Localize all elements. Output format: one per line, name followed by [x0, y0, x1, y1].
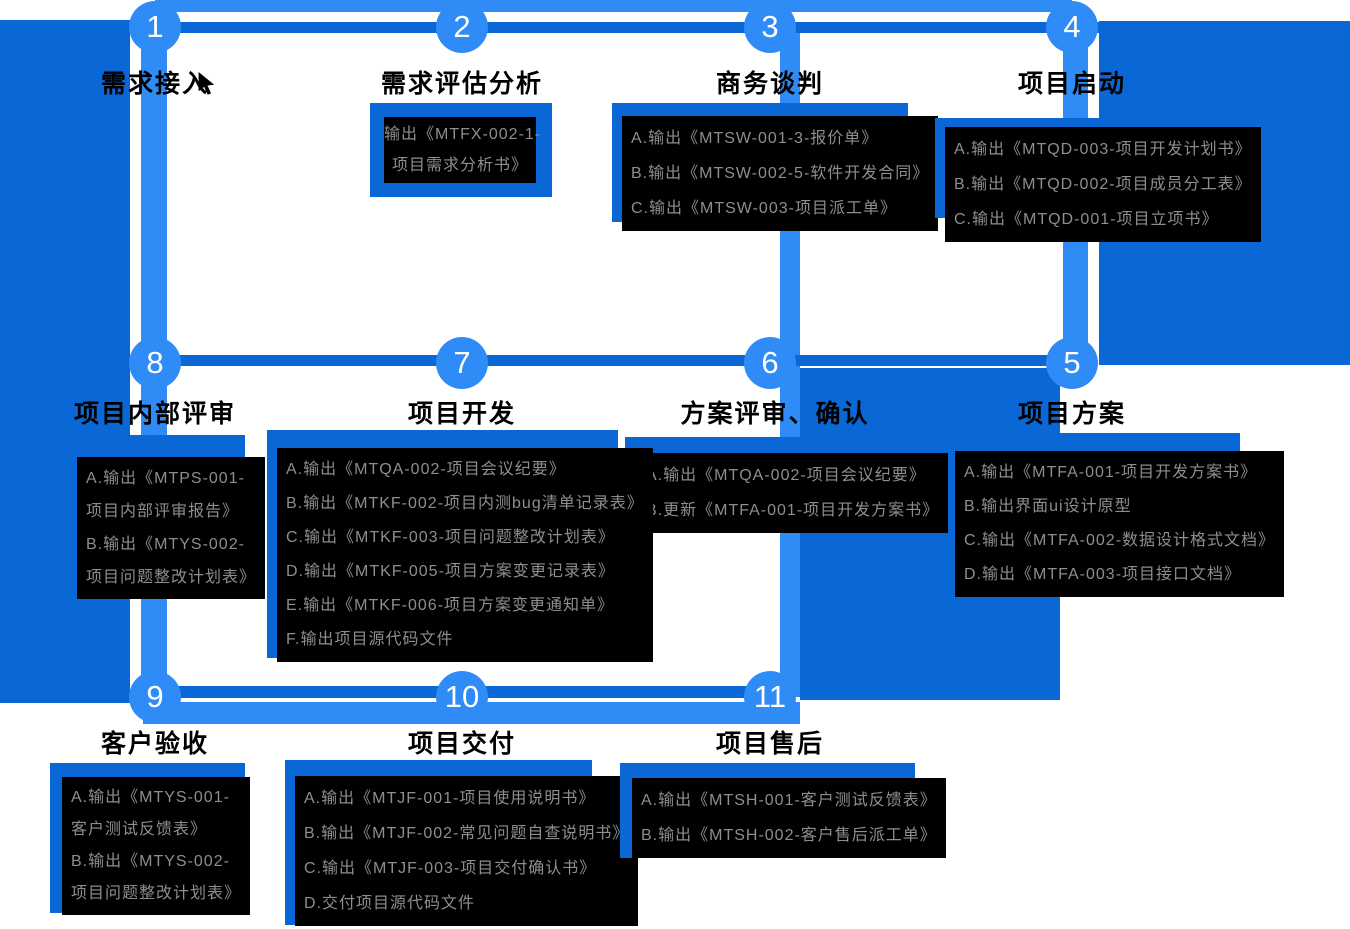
step-9-panel: A.输出《MTYS-001- 客户测试反馈表》 B.输出《MTYS-002- 项…: [50, 763, 251, 915]
step-3-output-box: A.输出《MTSW-001-3-报价单》 B.输出《MTSW-002-5-软件开…: [622, 116, 939, 231]
step-9-output-box: A.输出《MTYS-001- 客户测试反馈表》 B.输出《MTYS-002- 项…: [62, 777, 251, 915]
step-1-circle: 1: [129, 1, 181, 53]
step-2-panel: 输出《MTFX-002-1- 项目需求分析书》: [370, 103, 552, 197]
step-9-title: 客户验收: [100, 730, 209, 758]
step-6-number: 6: [761, 345, 779, 380]
output-line: A.输出《MTSH-001-客户测试反馈表》: [641, 792, 937, 809]
step-6-output-box: A.输出《MTQA-002-项目会议纪要》 B.更新《MTFA-001-项目开发…: [637, 453, 949, 533]
step-5-title: 项目方案: [1017, 400, 1126, 428]
output-line: 项目问题整改计划表》: [71, 885, 242, 902]
output-line: B.输出《MTKF-002-项目内测bug清单记录表》: [286, 495, 644, 512]
output-line: A.输出《MTPS-001-: [86, 470, 245, 487]
step-8-output-box: A.输出《MTPS-001- 项目内部评审报告》 B.输出《MTYS-002- …: [77, 457, 266, 599]
output-line: 项目内部评审报告》: [86, 503, 240, 520]
output-line: C.输出《MTSW-003-项目派工单》: [631, 200, 897, 217]
step-2-number: 2: [453, 9, 471, 44]
step-9-circle: 9: [129, 671, 181, 723]
output-line: D.交付项目源代码文件: [304, 895, 476, 912]
output-line: 项目问题整改计划表》: [86, 569, 257, 586]
output-line: D.输出《MTFA-003-项目接口文档》: [964, 566, 1242, 583]
background-block-left: [0, 20, 130, 703]
step-8-title: 项目内部评审: [73, 400, 236, 428]
output-line: B.输出《MTSH-002-客户售后派工单》: [641, 827, 937, 844]
output-line: A.输出《MTQD-003-项目开发计划书》: [954, 141, 1252, 158]
step-1-title: 需求接入: [100, 70, 209, 98]
output-line: B.输出《MTJF-002-常见问题自查说明书》: [304, 825, 630, 842]
output-line: E.输出《MTKF-006-项目方案变更通知单》: [286, 597, 615, 614]
output-line: B.输出界面ui设计原型: [964, 498, 1132, 515]
step-10-number: 10: [444, 679, 480, 714]
step-3-title: 商务谈判: [715, 70, 824, 98]
step-10-panel: A.输出《MTJF-001-项目使用说明书》 B.输出《MTJF-002-常见问…: [285, 760, 639, 926]
output-line: D.输出《MTKF-005-项目方案变更记录表》: [286, 563, 615, 580]
output-line: B.输出《MTYS-002-: [86, 536, 245, 553]
output-line: A.输出《MTSW-001-3-报价单》: [631, 130, 879, 147]
step-11-panel: A.输出《MTSH-001-客户测试反馈表》 B.输出《MTSH-002-客户售…: [620, 763, 946, 858]
step-11-number: 11: [753, 679, 787, 714]
step-7-title: 项目开发: [407, 400, 516, 428]
step-9-number: 9: [146, 679, 164, 714]
step-7-output-box: A.输出《MTQA-002-项目会议纪要》 B.输出《MTKF-002-项目内测…: [277, 448, 653, 662]
connector-top-light: [155, 0, 1072, 12]
output-line: 项目需求分析书》: [391, 157, 528, 174]
step-11-title: 项目售后: [715, 730, 824, 758]
step-7-number: 7: [453, 345, 471, 380]
output-line: C.输出《MTKF-003-项目问题整改计划表》: [286, 529, 615, 546]
step-10-output-box: A.输出《MTJF-001-项目使用说明书》 B.输出《MTJF-002-常见问…: [295, 776, 639, 926]
step-4-number: 4: [1063, 9, 1081, 44]
step-11-circle: 11: [744, 671, 796, 723]
step-2-output-box: 输出《MTFX-002-1- 项目需求分析书》: [384, 117, 542, 183]
step-7-circle: 7: [436, 337, 488, 389]
output-line: B.输出《MTQD-002-项目成员分工表》: [954, 176, 1252, 193]
output-line: B.更新《MTFA-001-项目开发方案书》: [646, 502, 940, 519]
output-line: B.输出《MTSW-002-5-软件开发合同》: [631, 165, 930, 182]
output-line: C.输出《MTQD-001-项目立项书》: [954, 211, 1219, 228]
step-2-title: 需求评估分析: [380, 70, 543, 98]
step-11-output-box: A.输出《MTSH-001-客户测试反馈表》 B.输出《MTSH-002-客户售…: [632, 778, 946, 858]
step-4-circle: 4: [1046, 1, 1098, 53]
output-line: F.输出项目源代码文件: [286, 631, 454, 648]
step-7-panel: A.输出《MTQA-002-项目会议纪要》 B.输出《MTKF-002-项目内测…: [267, 430, 653, 662]
step-4-panel: A.输出《MTQD-003-项目开发计划书》 B.输出《MTQD-002-项目成…: [935, 118, 1261, 242]
connector-middle-dark: [155, 355, 1072, 366]
connector-top-dark: [130, 22, 1100, 33]
step-8-circle: 8: [129, 337, 181, 389]
step-6-title: 方案评审、确认: [680, 400, 870, 428]
output-line: A.输出《MTFA-001-项目开发方案书》: [964, 464, 1258, 481]
step-10-circle: 10: [436, 671, 488, 723]
output-line: A.输出《MTQA-002-项目会议纪要》: [286, 461, 566, 478]
output-line: 客户测试反馈表》: [71, 821, 208, 838]
step-5-output-box: A.输出《MTFA-001-项目开发方案书》 B.输出界面ui设计原型 C.输出…: [955, 451, 1285, 597]
step-4-output-box: A.输出《MTQD-003-项目开发计划书》 B.输出《MTQD-002-项目成…: [945, 127, 1261, 242]
output-line: A.输出《MTYS-001-: [71, 789, 230, 806]
step-8-panel: A.输出《MTPS-001- 项目内部评审报告》 B.输出《MTYS-002- …: [65, 435, 266, 599]
step-3-panel: A.输出《MTSW-001-3-报价单》 B.输出《MTSW-002-5-软件开…: [612, 103, 939, 231]
step-3-number: 3: [761, 9, 779, 44]
step-6-circle: 6: [744, 337, 796, 389]
step-10-title: 项目交付: [407, 730, 516, 758]
step-4-title: 项目启动: [1017, 70, 1126, 98]
step-5-circle: 5: [1046, 337, 1098, 389]
output-line: A.输出《MTQA-002-项目会议纪要》: [646, 467, 926, 484]
step-6-panel: A.输出《MTQA-002-项目会议纪要》 B.更新《MTFA-001-项目开发…: [625, 437, 949, 533]
step-2-circle: 2: [436, 1, 488, 53]
output-line: C.输出《MTJF-003-项目交付确认书》: [304, 860, 597, 877]
output-line: A.输出《MTJF-001-项目使用说明书》: [304, 790, 596, 807]
output-line: B.输出《MTYS-002-: [71, 853, 230, 870]
output-line: C.输出《MTFA-002-数据设计格式文档》: [964, 532, 1276, 549]
step-5-panel: A.输出《MTFA-001-项目开发方案书》 B.输出界面ui设计原型 C.输出…: [933, 433, 1285, 597]
mouse-cursor-icon: [198, 72, 216, 101]
output-line: 输出《MTFX-002-1-: [384, 126, 542, 143]
step-3-circle: 3: [744, 1, 796, 53]
step-8-number: 8: [146, 345, 164, 380]
step-5-number: 5: [1063, 345, 1081, 380]
step-1-number: 1: [146, 9, 164, 44]
